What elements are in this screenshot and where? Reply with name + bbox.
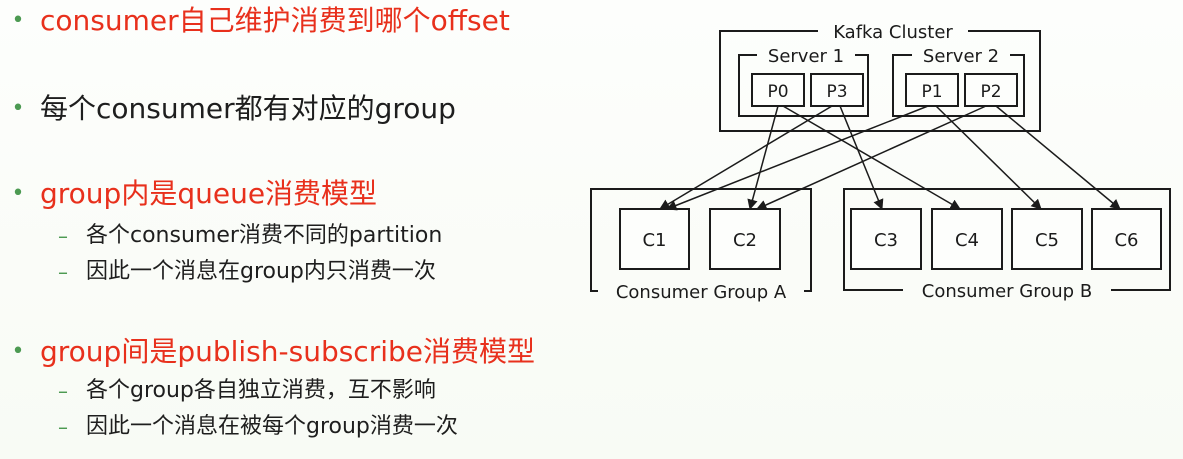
sub-bullet-dash-icon: – <box>58 415 68 439</box>
kafka-cluster-border <box>719 30 1041 132</box>
sub-bullet-dash-icon: – <box>58 260 68 284</box>
consumer-group-b-border <box>843 188 1171 291</box>
sub-bullet-once-per-group: – 因此一个消息在被每个group消费一次 <box>58 416 458 438</box>
consumer-label: C4 <box>955 230 979 251</box>
partition-box <box>810 73 864 107</box>
consumer-group-a-border <box>590 188 812 292</box>
partition-p2: P2 <box>964 73 1018 107</box>
partition-label: P2 <box>980 82 1001 102</box>
consumer-c2: C2 <box>709 208 781 270</box>
sub-bullet-once-in-group: – 因此一个消息在group内只消费一次 <box>58 261 436 283</box>
server-1-label: Server 1 <box>768 46 844 67</box>
server-2: Server 2 P1 P2 <box>892 46 1025 117</box>
bullet-queue-model: • group内是queue消费模型 <box>10 177 378 210</box>
consumer-label: C5 <box>1035 230 1059 251</box>
consumer-box <box>850 208 922 270</box>
sub-bullet-text: 因此一个消息在group内只消费一次 <box>86 259 436 284</box>
arrow-p1-c5 <box>935 105 1042 210</box>
consumer-label: C2 <box>733 230 757 251</box>
bullet-dot-icon: • <box>11 96 25 121</box>
consumer-c5: C5 <box>1011 208 1083 270</box>
consumer-box <box>709 208 781 270</box>
partition-p1: P1 <box>905 73 959 107</box>
partition-box <box>964 73 1018 107</box>
assignment-arrows <box>659 105 1121 211</box>
partition-box <box>905 73 959 107</box>
bullet-text: 每个consumer都有对应的group <box>40 92 456 125</box>
consumer-label: C1 <box>642 230 666 251</box>
partition-label: P3 <box>826 82 847 102</box>
bullet-dot-icon: • <box>11 339 25 364</box>
consumer-box <box>1091 208 1162 270</box>
arrow-p0-c2 <box>747 105 779 211</box>
partition-p3: P3 <box>810 73 864 107</box>
sub-bullet-dash-icon: – <box>58 379 68 403</box>
bullet-pubsub-model: • group间是publish-subscribe消费模型 <box>10 335 536 368</box>
consumer-group-a-label: Consumer Group A <box>616 282 787 303</box>
arrow-p1-c1 <box>666 105 929 211</box>
bullet-consumer-group: • 每个consumer都有对应的group <box>10 95 456 123</box>
bullet-text: consumer自己维护消费到哪个offset <box>40 4 510 37</box>
server-2-label: Server 2 <box>923 46 999 67</box>
bullet-dot-icon: • <box>11 8 25 33</box>
consumer-c3: C3 <box>850 208 922 270</box>
sub-bullet-dash-icon: – <box>58 224 68 248</box>
arrow-p3-c1 <box>659 105 833 210</box>
sub-bullet-independent: – 各个group各自独立消费，互不影响 <box>58 380 436 402</box>
bullet-text: group间是publish-subscribe消费模型 <box>40 335 535 368</box>
sub-bullet-text: 各个consumer消费不同的partition <box>86 223 443 248</box>
consumer-c6: C6 <box>1091 208 1162 270</box>
consumer-box <box>1011 208 1083 270</box>
consumer-group-b: Consumer Group B C3 C4 C5 C6 <box>843 188 1171 302</box>
consumer-c1: C1 <box>619 208 690 270</box>
partition-label: P1 <box>921 82 942 102</box>
sub-bullet-text: 因此一个消息在被每个group消费一次 <box>86 414 458 439</box>
consumer-box <box>619 208 690 270</box>
partition-p0: P0 <box>751 73 805 107</box>
arrow-p3-c3 <box>839 105 884 210</box>
consumer-label: C3 <box>874 230 898 251</box>
consumer-group-a: Consumer Group A C1 C2 <box>590 188 812 303</box>
partition-box <box>751 73 805 107</box>
bullet-dot-icon: • <box>11 181 25 206</box>
consumer-group-b-label: Consumer Group B <box>922 281 1092 302</box>
consumer-c4: C4 <box>931 208 1003 270</box>
arrow-p2-c2 <box>756 105 987 210</box>
kafka-cluster: Kafka Cluster <box>719 22 1041 132</box>
sub-bullet-text: 各个group各自独立消费，互不影响 <box>86 378 436 403</box>
consumer-box <box>931 208 1003 270</box>
kafka-cluster-label: Kafka Cluster <box>833 22 953 43</box>
arrow-p2-c6 <box>995 105 1121 210</box>
server-1: Server 1 P0 P3 <box>738 46 869 117</box>
bullet-list: • consumer自己维护消费到哪个offset • 每个consumer都有… <box>10 7 536 438</box>
partition-label: P0 <box>767 82 788 102</box>
server-2-border <box>892 54 1025 117</box>
bullet-text: group内是queue消费模型 <box>40 177 378 210</box>
sub-bullet-partition: – 各个consumer消费不同的partition <box>58 225 442 247</box>
server-1-border <box>738 54 869 117</box>
kafka-cluster-diagram: Kafka Cluster Server 1 P0 P3 Server 2 P1 <box>590 22 1171 303</box>
consumer-label: C6 <box>1114 230 1138 251</box>
bullet-consumer-offset: • consumer自己维护消费到哪个offset <box>10 7 510 35</box>
